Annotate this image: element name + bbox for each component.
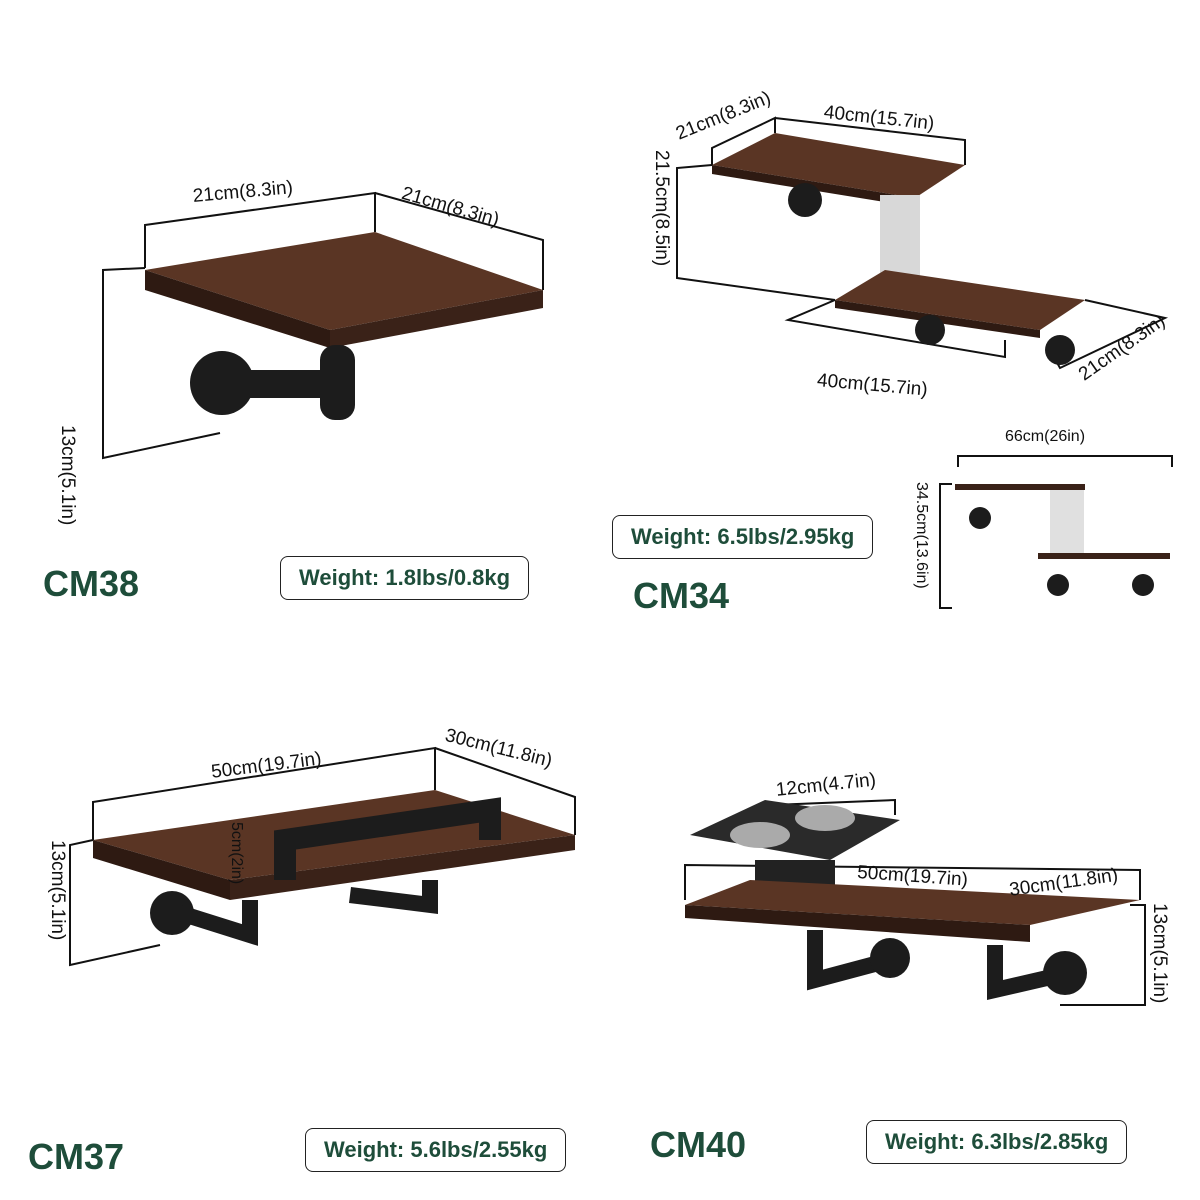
cm37-weight-badge: Weight: 5.6lbs/2.55kg — [305, 1128, 567, 1172]
shelves — [93, 133, 1170, 1001]
cm40-weight-badge: Weight: 6.3lbs/2.85kg — [866, 1120, 1128, 1164]
cm38-height-label: 13cm(5.1in) — [57, 425, 78, 526]
cm34-total-height-label: 34.5cm(13.6in) — [913, 482, 930, 589]
cm37-handle-label: 5cm(2in) — [228, 822, 245, 885]
cm34-model-label: CM34 — [633, 575, 730, 616]
cm34-total-width-label: 66cm(26in) — [1005, 428, 1086, 445]
cm34-weight-badge: Weight: 6.5lbs/2.95kg — [612, 515, 874, 559]
cm37-model-label: CM37 — [28, 1136, 125, 1177]
cm40-height-label: 13cm(5.1in) — [1149, 903, 1170, 1004]
cm40-model-label: CM40 — [650, 1124, 747, 1165]
cm38-weight-badge: Weight: 1.8lbs/0.8kg — [280, 556, 530, 600]
cm34-height-label: 21.5cm(8.5in) — [651, 150, 672, 267]
cm38-model-label: CM38 — [43, 563, 140, 604]
cm37-height-label: 13cm(5.1in) — [47, 840, 68, 941]
